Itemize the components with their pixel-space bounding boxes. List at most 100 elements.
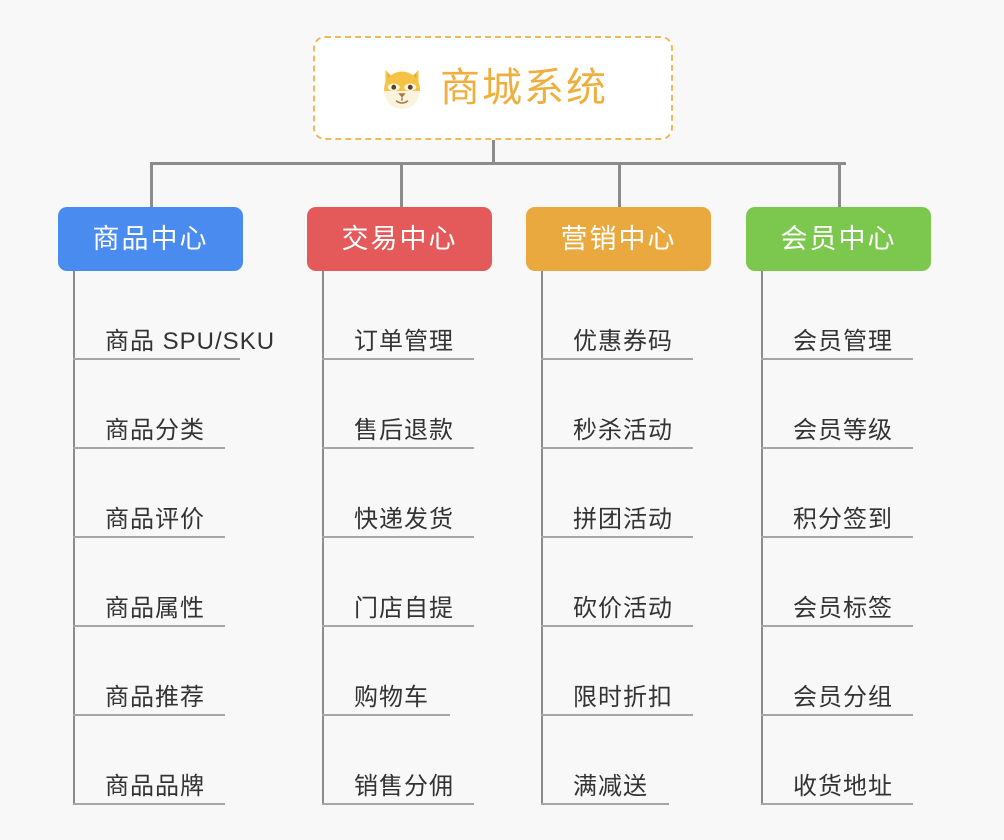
leaf-item-label: 销售分佣 (354, 773, 454, 800)
leaf-underline (322, 803, 474, 805)
leaf-item[interactable]: 门店自提 (307, 538, 557, 627)
leaf-item[interactable]: 满减送 (526, 716, 776, 805)
leaf-item-label: 秒杀活动 (573, 417, 673, 444)
leaf-item-label: 会员标签 (793, 595, 893, 622)
leaf-item[interactable]: 限时折扣 (526, 627, 776, 716)
leaf-underline (761, 714, 913, 716)
branch-column-3: 营销中心优惠券码秒杀活动拼团活动砍价活动限时折扣满减送 (526, 207, 776, 805)
branch-header-label: 商品中心 (92, 223, 209, 254)
connector-root-stem (492, 140, 495, 164)
leaf-underline (541, 803, 669, 805)
connector-drop-4 (838, 162, 841, 208)
leaf-underline (541, 447, 693, 449)
leaf-underline (322, 714, 450, 716)
branch-header-1[interactable]: 商品中心 (58, 207, 243, 271)
leaf-item-label: 会员等级 (793, 417, 893, 444)
leaf-item[interactable]: 销售分佣 (307, 716, 557, 805)
leaf-item-label: 商品评价 (105, 506, 205, 533)
leaf-item[interactable]: 购物车 (307, 627, 557, 716)
leaf-item[interactable]: 会员标签 (746, 538, 996, 627)
leaf-underline (761, 803, 913, 805)
branch-spine (322, 271, 324, 805)
shiba-dog-icon (384, 70, 420, 109)
leaf-item-label: 购物车 (354, 684, 429, 711)
leaf-item[interactable]: 售后退款 (307, 360, 557, 449)
leaf-underline (73, 803, 225, 805)
leaf-item-label: 砍价活动 (573, 595, 673, 622)
leaf-item[interactable]: 会员管理 (746, 271, 996, 360)
branch-column-2: 交易中心订单管理售后退款快递发货门店自提购物车销售分佣 (307, 207, 557, 805)
connector-drop-2 (400, 162, 403, 208)
leaf-item-label: 限时折扣 (573, 684, 673, 711)
leaf-item-label: 商品分类 (105, 417, 205, 444)
leaf-item[interactable]: 收货地址 (746, 716, 996, 805)
branch-column-4: 会员中心会员管理会员等级积分签到会员标签会员分组收货地址 (746, 207, 996, 805)
leaf-item[interactable]: 优惠券码 (526, 271, 776, 360)
leaf-underline (541, 714, 693, 716)
leaf-item-label: 商品推荐 (105, 684, 205, 711)
connector-drop-3 (618, 162, 621, 208)
leaf-item[interactable]: 会员等级 (746, 360, 996, 449)
leaf-underline (761, 358, 913, 360)
leaf-item[interactable]: 会员分组 (746, 627, 996, 716)
leaf-underline (761, 625, 913, 627)
leaf-underline (541, 358, 693, 360)
branch-header-3[interactable]: 营销中心 (526, 207, 711, 271)
connector-horizontal-bus (150, 162, 846, 165)
leaf-item[interactable]: 拼团活动 (526, 449, 776, 538)
leaf-list: 优惠券码秒杀活动拼团活动砍价活动限时折扣满减送 (526, 271, 776, 805)
leaf-underline (541, 625, 693, 627)
leaf-item[interactable]: 积分签到 (746, 449, 996, 538)
leaf-item-label: 收货地址 (793, 773, 893, 800)
leaf-underline (73, 625, 225, 627)
root-node[interactable]: 商城系统 (313, 36, 673, 140)
leaf-item-label: 商品 SPU/SKU (105, 328, 276, 355)
leaf-underline (541, 536, 693, 538)
leaf-underline (322, 447, 474, 449)
leaf-item-label: 售后退款 (354, 417, 454, 444)
leaf-item[interactable]: 秒杀活动 (526, 360, 776, 449)
leaf-underline (73, 714, 225, 716)
branch-header-4[interactable]: 会员中心 (746, 207, 931, 271)
leaf-underline (322, 536, 474, 538)
leaf-underline (73, 536, 225, 538)
leaf-item-label: 门店自提 (354, 595, 454, 622)
leaf-item-label: 拼团活动 (573, 506, 673, 533)
leaf-item-label: 满减送 (573, 773, 648, 800)
leaf-underline (73, 447, 225, 449)
leaf-item-label: 商品属性 (105, 595, 205, 622)
branch-spine (541, 271, 543, 805)
leaf-list: 订单管理售后退款快递发货门店自提购物车销售分佣 (307, 271, 557, 805)
leaf-underline (761, 447, 913, 449)
branch-header-label: 交易中心 (341, 223, 458, 254)
leaf-item-label: 商品品牌 (105, 773, 205, 800)
leaf-list: 会员管理会员等级积分签到会员标签会员分组收货地址 (746, 271, 996, 805)
leaf-underline (322, 625, 474, 627)
leaf-item[interactable]: 商品推荐 (58, 627, 308, 716)
connector-drop-1 (150, 162, 153, 208)
leaf-item[interactable]: 商品分类 (58, 360, 308, 449)
leaf-item-label: 积分签到 (793, 506, 893, 533)
branch-spine (761, 271, 763, 805)
leaf-list: 商品 SPU/SKU 商品分类商品评价商品属性商品推荐商品品牌 (58, 271, 308, 805)
leaf-item-label: 优惠券码 (573, 328, 673, 355)
branch-header-label: 会员中心 (780, 223, 897, 254)
branch-column-1: 商品中心商品 SPU/SKU 商品分类商品评价商品属性商品推荐商品品牌 (58, 207, 308, 805)
leaf-item[interactable]: 商品品牌 (58, 716, 308, 805)
leaf-item[interactable]: 商品 SPU/SKU (58, 271, 308, 360)
leaf-item-label: 快递发货 (354, 506, 454, 533)
leaf-item-label: 订单管理 (354, 328, 454, 355)
root-title: 商城系统 (440, 66, 608, 110)
leaf-item[interactable]: 砍价活动 (526, 538, 776, 627)
leaf-item[interactable]: 快递发货 (307, 449, 557, 538)
branch-spine (73, 271, 75, 805)
branch-header-label: 营销中心 (560, 223, 677, 254)
leaf-item[interactable]: 商品评价 (58, 449, 308, 538)
leaf-underline (322, 358, 474, 360)
branch-header-2[interactable]: 交易中心 (307, 207, 492, 271)
leaf-item[interactable]: 订单管理 (307, 271, 557, 360)
leaf-underline (73, 358, 240, 360)
leaf-underline (761, 536, 913, 538)
leaf-item[interactable]: 商品属性 (58, 538, 308, 627)
